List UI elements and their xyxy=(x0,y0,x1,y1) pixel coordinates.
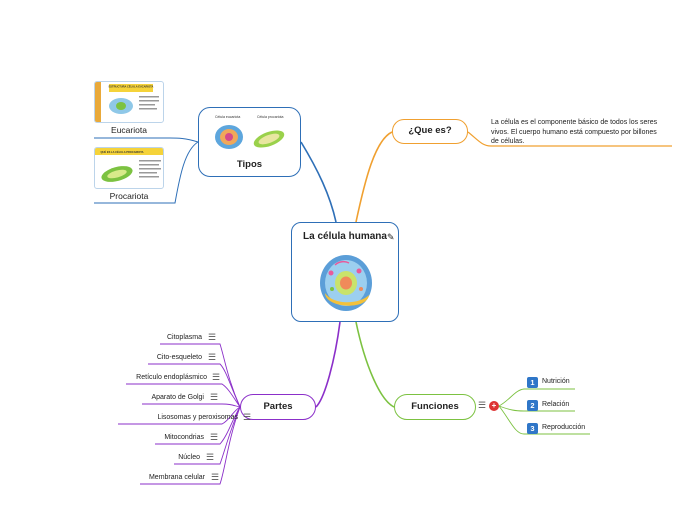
thumb-title-procariota: QUÉ ES LA CÉLULA PROCARIOTA xyxy=(101,149,144,154)
thumbnail-procariota[interactable]: QUÉ ES LA CÉLULA PROCARIOTA xyxy=(94,147,164,189)
pencil-icon[interactable]: ✎ xyxy=(387,232,395,242)
partes-item-nucleo[interactable]: Núcleo xyxy=(178,454,200,461)
partes-item-golgi[interactable]: Aparato de Golgi xyxy=(151,394,204,401)
topic-tipos[interactable]: Célula eucariota Célula procariota Tipos xyxy=(198,107,301,177)
thumbnail-eucariota[interactable]: ESTRUCTURA CÉLULA EUCARIOTA xyxy=(94,81,164,123)
central-topic[interactable]: La célula humana xyxy=(291,222,399,322)
image-label-eucariota: Célula eucariota xyxy=(215,115,240,119)
node-eucariota[interactable]: Eucariota xyxy=(111,125,147,135)
funciones-item-nutricion[interactable]: Nutrición xyxy=(542,378,570,385)
notes-icon[interactable]: ☰ xyxy=(478,400,487,410)
partes-item-citoplasma[interactable]: Citoplasma xyxy=(166,334,202,341)
tipos-illustration: Célula eucariota Célula procariota xyxy=(215,115,285,149)
node-procariota[interactable]: Procariota xyxy=(109,191,149,201)
tipos-title: Tipos xyxy=(236,159,263,170)
notes-icon[interactable]: ☰ xyxy=(210,432,219,442)
partes-item-membrana[interactable]: Membrana celular xyxy=(148,474,205,481)
badge-1: 1 xyxy=(527,377,538,388)
topic-que-es[interactable]: ¿Que es? xyxy=(392,119,468,144)
funciones-item-reproduccion[interactable]: Reproducción xyxy=(542,424,586,431)
partes-item-lisosomas[interactable]: Lisosomas y peroxisomas xyxy=(157,414,238,421)
notes-icon[interactable]: ☰ xyxy=(210,392,219,402)
topic-funciones[interactable]: Funciones xyxy=(394,394,476,420)
que-es-description: La célula es el componente básico de tod… xyxy=(491,119,658,146)
funciones-item-relacion[interactable]: Relación xyxy=(542,401,570,408)
central-title: La célula humana xyxy=(303,231,387,242)
thumb-title-eucariota: ESTRUCTURA CÉLULA EUCARIOTA xyxy=(109,83,154,88)
notes-icon[interactable]: ☰ xyxy=(206,452,215,462)
image-label-procariota: Célula procariota xyxy=(257,115,284,119)
partes-item-cito-esqueleto[interactable]: Cito-esqueleto xyxy=(156,354,202,361)
notes-icon[interactable]: ☰ xyxy=(208,352,217,362)
partes-item-mitocondrias[interactable]: Mitocondrias xyxy=(164,434,204,441)
cell-illustration xyxy=(320,255,372,311)
badge-3: 3 xyxy=(527,423,538,434)
partes-item-reticulo[interactable]: Retículo endoplásmico xyxy=(136,374,207,381)
notes-icon[interactable]: ☰ xyxy=(212,372,221,382)
notes-icon[interactable]: ☰ xyxy=(211,472,220,482)
notes-icon[interactable]: ☰ xyxy=(243,412,252,422)
badge-2: 2 xyxy=(527,400,538,411)
notes-icon[interactable]: ☰ xyxy=(208,332,217,342)
topic-partes[interactable]: Partes xyxy=(240,394,316,420)
add-icon[interactable]: + xyxy=(489,401,499,411)
